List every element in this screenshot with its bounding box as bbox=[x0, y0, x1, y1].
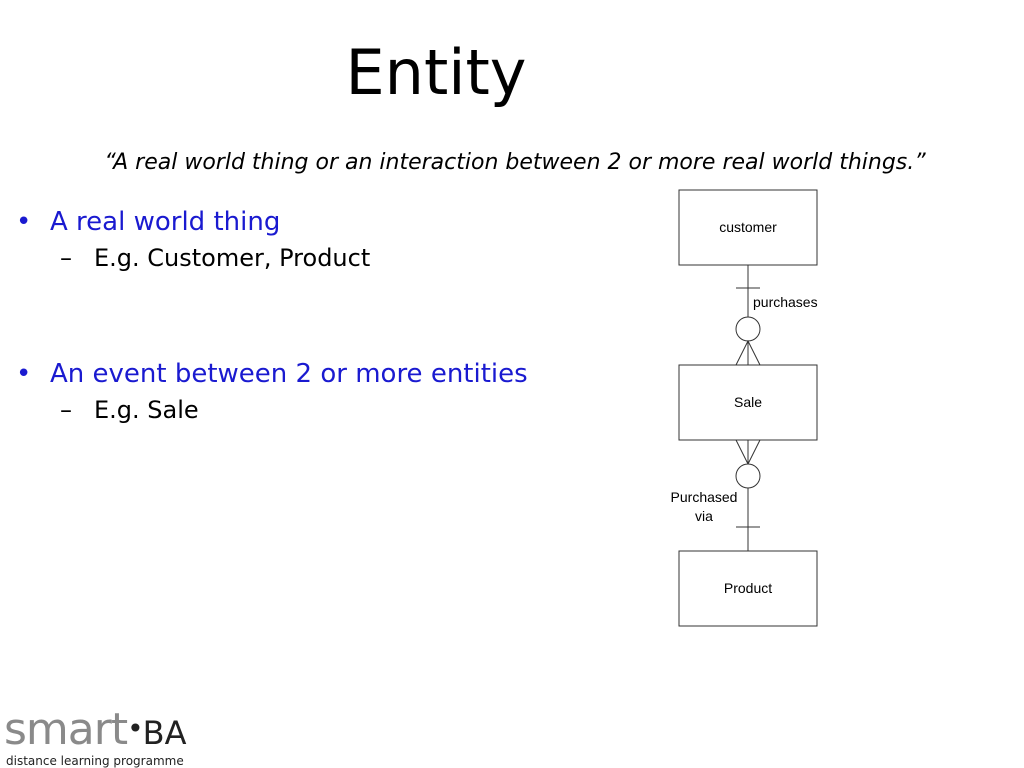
optional-circle-icon bbox=[735, 316, 761, 342]
smartba-logo: smart•BA distance learning programme bbox=[4, 708, 224, 768]
logo-smart-text: smart bbox=[4, 704, 128, 755]
logo-tagline: distance learning programme bbox=[6, 754, 184, 768]
bullet-dot-icon: • bbox=[16, 359, 32, 390]
dash-icon: – bbox=[60, 244, 72, 273]
optional-circle-icon bbox=[735, 463, 761, 489]
sub-bullet-item: – E.g. Customer, Product bbox=[16, 240, 636, 277]
logo-ba-text: BA bbox=[142, 714, 187, 752]
sub-bullet-text: E.g. Sale bbox=[94, 396, 199, 425]
relationship-label-purchased: Purchased bbox=[671, 489, 738, 505]
bullet-text: A real world thing bbox=[50, 207, 281, 237]
bullet-item-real-world-thing: • A real world thing bbox=[16, 205, 636, 240]
entity-label-customer: customer bbox=[719, 219, 777, 235]
slide-title: Entity bbox=[345, 36, 527, 109]
bullet-text: An event between 2 or more entities bbox=[50, 359, 528, 390]
entity-label-sale: Sale bbox=[734, 394, 762, 410]
bullet-list: • A real world thing – E.g. Customer, Pr… bbox=[16, 205, 636, 430]
relationship-label-via: via bbox=[695, 508, 713, 524]
definition-quote: “A real world thing or an interaction be… bbox=[104, 150, 926, 175]
dash-icon: – bbox=[60, 396, 72, 425]
entity-label-product: Product bbox=[724, 580, 772, 596]
bullet-dot-icon: • bbox=[16, 207, 32, 237]
logo-dot-icon: • bbox=[127, 712, 143, 745]
crows-foot-icon bbox=[735, 339, 761, 366]
relationship-label-purchases: purchases bbox=[753, 294, 818, 310]
entity-box-sale bbox=[678, 364, 818, 441]
logo-wordmark: smart•BA bbox=[4, 708, 186, 752]
sub-bullet-text: E.g. Customer, Product bbox=[94, 244, 371, 273]
sub-bullet-item: – E.g. Sale bbox=[16, 392, 636, 429]
bullet-item-event: • An event between 2 or more entities bbox=[16, 357, 636, 392]
entity-box-product bbox=[678, 550, 818, 627]
